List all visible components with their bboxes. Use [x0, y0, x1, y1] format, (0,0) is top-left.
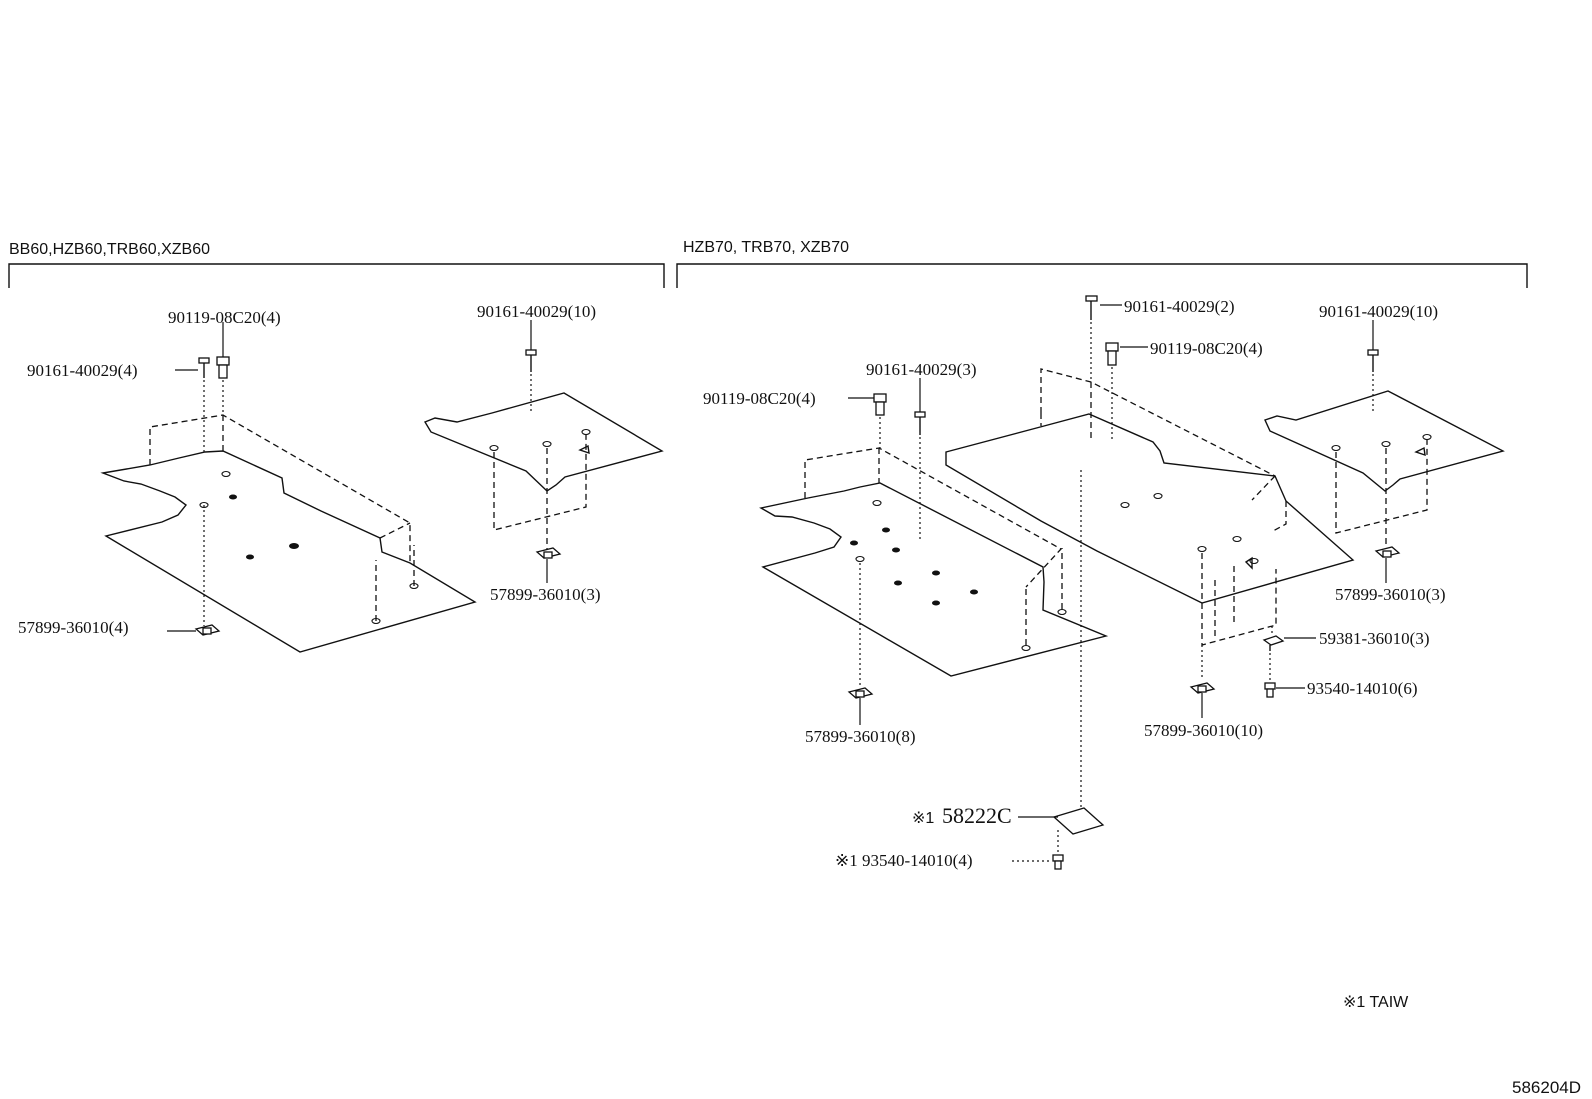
left-small-panel — [423, 392, 664, 550]
bolt-icon — [1105, 342, 1119, 366]
screw-icon — [198, 357, 210, 378]
label-90119-08c20-right-front: 90119-08C20(4) — [703, 389, 816, 408]
label-90161-40029-2: 90161-40029(2) — [1124, 297, 1234, 316]
label-57899-36010-10: 57899-36010(10) — [1144, 721, 1263, 740]
clip-icon — [1262, 635, 1285, 651]
label-90161-40029-3: 90161-40029(3) — [866, 360, 976, 379]
label-93540-14010-4: ※1 93540-14010(4) — [835, 851, 972, 870]
right-group-header: HZB70, TRB70, XZB70 — [683, 239, 849, 256]
screw-icon — [914, 411, 926, 435]
left-floor-panel — [100, 414, 477, 653]
right-front-floor-panel — [759, 447, 1109, 677]
right-small-panel — [1264, 390, 1505, 550]
figure-code: 586204D — [1512, 1078, 1581, 1097]
left-group-bracket — [8, 263, 665, 288]
rivet-icon — [1052, 854, 1064, 870]
nut-icon — [535, 547, 562, 559]
screw-icon — [1367, 349, 1379, 372]
nut-icon — [194, 624, 221, 636]
left-fasteners — [167, 320, 562, 636]
nut-icon — [1374, 546, 1401, 558]
right-group-bracket — [676, 263, 1528, 288]
screw-icon — [1085, 295, 1098, 320]
label-90161-40029-10-right: 90161-40029(10) — [1319, 302, 1438, 321]
label-58222c-marker: ※1 — [912, 810, 934, 827]
label-58222c: 58222C — [942, 803, 1012, 828]
bolt-icon — [216, 356, 230, 379]
label-57899-36010-3-right: 57899-36010(3) — [1335, 585, 1445, 604]
rivet-icon — [1264, 682, 1276, 698]
right-rear-floor-panel — [945, 368, 1355, 646]
bolt-icon — [873, 393, 887, 416]
nut-icon — [847, 687, 874, 699]
label-57899-36010-8: 57899-36010(8) — [805, 727, 915, 746]
nut-icon — [1189, 682, 1216, 694]
right-fasteners — [847, 295, 1401, 870]
label-90161-40029-4-left: 90161-40029(4) — [27, 361, 137, 380]
label-93540-14010-6: 93540-14010(6) — [1307, 679, 1417, 698]
label-59381-36010-3: 59381-36010(3) — [1319, 629, 1429, 648]
label-90119-08c20-left: 90119-08C20(4) — [168, 308, 281, 327]
label-57899-36010-4-left: 57899-36010(4) — [18, 618, 128, 637]
pad-icon — [1052, 807, 1105, 835]
label-57899-36010-3-left: 57899-36010(3) — [490, 585, 600, 604]
label-90161-40029-10-left: 90161-40029(10) — [477, 302, 596, 321]
label-90119-08c20-right-rear: 90119-08C20(4) — [1150, 339, 1263, 358]
left-group-header: BB60,HZB60,TRB60,XZB60 — [9, 241, 210, 258]
screw-icon — [525, 349, 537, 372]
footnote: ※1 TAIW — [1343, 994, 1409, 1011]
